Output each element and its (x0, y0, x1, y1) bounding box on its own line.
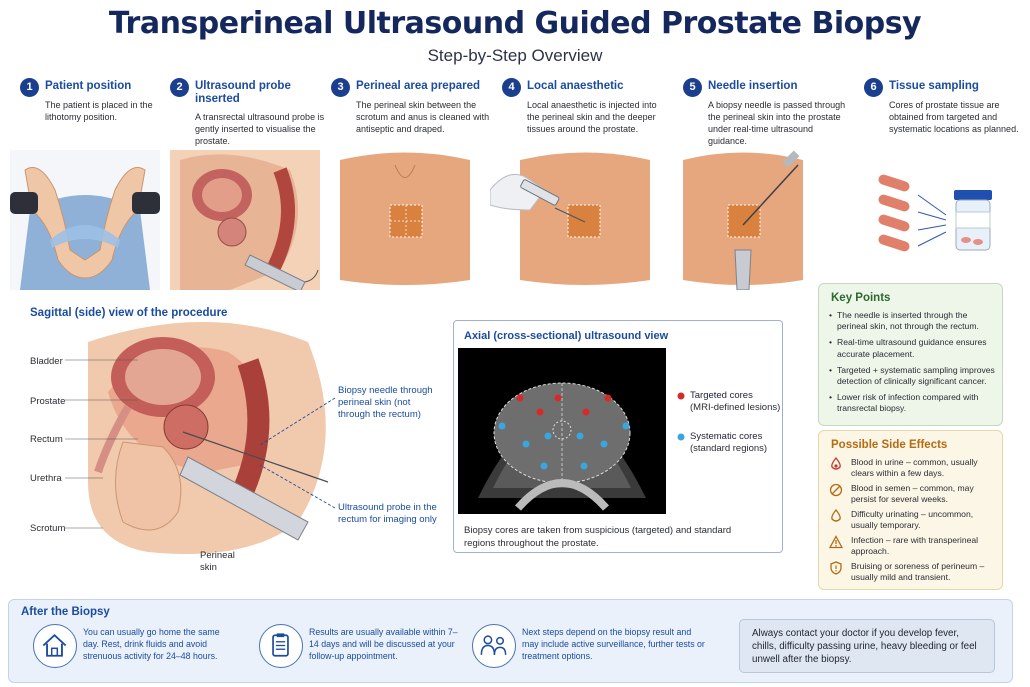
side-effect-text: Blood in urine – common, usually clears … (851, 457, 978, 479)
targeted-core-dot (554, 394, 562, 402)
shield-icon (830, 561, 842, 575)
systematic-core-dot (540, 462, 548, 470)
key-point-item: Lower risk of infection compared with tr… (829, 392, 999, 414)
page-subtitle: Step-by-Step Overview (427, 46, 603, 65)
systematic-core-dot (580, 462, 588, 470)
after-biopsy-panel: After the Biopsy You can usually go home… (8, 599, 1013, 683)
targeted-cores (516, 394, 612, 416)
step-title: Perineal area prepared (356, 80, 481, 92)
legend-targeted: Targeted cores (MRI-defined lesions) (690, 390, 780, 414)
key-point-item: Real-time ultrasound guidance ensures ac… (829, 337, 999, 359)
legend-systematic-label: Systematic cores (690, 431, 763, 442)
step-title: Ultrasound probe inserted (195, 80, 291, 105)
perineal-area-illustration (340, 150, 470, 290)
after-item-text: You can usually go home the same day. Re… (83, 627, 220, 661)
water-drop-icon (831, 509, 841, 522)
label-prostate: Prostate (30, 396, 66, 407)
key-points-panel: Key Points The needle is inserted throug… (818, 283, 1003, 426)
label-bladder: Bladder (30, 356, 63, 367)
sagittal-leader-lines (65, 359, 138, 529)
step-title: Local anaesthetic (527, 80, 624, 92)
targeted-legend-dot (677, 392, 685, 400)
tissue-sampling-illustration (870, 150, 1010, 290)
targeted-core-dot (516, 394, 524, 402)
side-effect-text: Infection – rare with transperineal appr… (851, 535, 979, 557)
home-icon (33, 624, 77, 668)
step-number: 2 (170, 78, 189, 97)
systematic-core-dot (544, 432, 552, 440)
clipboard-icon (259, 624, 303, 668)
callout-arrows (259, 397, 336, 509)
step-number: 5 (683, 78, 702, 97)
side-effect-text: Difficulty urinating – uncommon, usually… (851, 509, 974, 531)
after-biopsy-title: After the Biopsy (21, 606, 110, 618)
side-effects-title: Possible Side Effects (831, 439, 948, 451)
needle-insertion-illustration (683, 150, 803, 290)
probe-insertion-illustration (170, 150, 320, 290)
systematic-core-dot (622, 422, 630, 430)
step-title: Tissue sampling (889, 80, 979, 92)
systematic-cores (498, 422, 630, 470)
doctor-patient-icon (472, 624, 516, 668)
key-point-item: Targeted + systematic sampling improves … (829, 365, 999, 387)
systematic-core-dot (576, 432, 584, 440)
step-number: 1 (20, 78, 39, 97)
page-title: Transperineal Ultrasound Guided Prostate… (108, 6, 922, 41)
needle-callout: Biopsy needle through perineal skin (not… (338, 385, 433, 420)
step-description: Local anaesthetic is injected into the p… (527, 100, 657, 134)
label-scrotum: Scrotum (30, 523, 66, 534)
local-anaesthetic-illustration (490, 150, 650, 290)
sagittal-title: Sagittal (side) view of the procedure (30, 307, 228, 319)
step-number: 6 (864, 78, 883, 97)
key-point-item: The needle is inserted through the perin… (829, 310, 999, 332)
probe-callout: Ultrasound probe in the rectum for imagi… (338, 502, 437, 525)
side-effect-text: Blood in semen – common, may persist for… (851, 483, 974, 505)
step-description: A biopsy needle is passed through the pe… (708, 100, 846, 146)
targeted-core-dot (536, 408, 544, 416)
step-description: A transrectal ultrasound probe is gently… (195, 112, 325, 146)
legend-systematic-sub: (standard regions) (690, 443, 768, 454)
legend-targeted-label: Targeted cores (690, 390, 753, 401)
side-effect-text: Bruising or soreness of perineum – usual… (851, 561, 985, 583)
label-rectum: Rectum (30, 434, 63, 445)
blood-drop-icon (831, 457, 841, 470)
step-description: Cores of prostate tissue are obtained fr… (889, 100, 1019, 134)
sagittal-diagram (88, 322, 329, 554)
warning-icon (829, 535, 843, 549)
systematic-core-dot (522, 440, 530, 448)
targeted-core-dot (604, 394, 612, 402)
targeted-core-dot (582, 408, 590, 416)
legend-targeted-sub: (MRI-defined lesions) (690, 402, 781, 413)
lithotomy-position-illustration (10, 150, 160, 290)
axial-view-panel: Axial (cross-sectional) ultrasound view (453, 320, 783, 553)
label-urethra: Urethra (30, 473, 62, 484)
step-number: 3 (331, 78, 350, 97)
step-number: 4 (502, 78, 521, 97)
systematic-legend-dot (677, 433, 685, 441)
step-description: The perineal skin between the scrotum an… (356, 100, 490, 134)
key-points-list: The needle is inserted through the perin… (829, 310, 999, 420)
after-item-text: Results are usually available within 7–1… (309, 627, 458, 661)
step-description: The patient is placed in the lithotomy p… (45, 100, 153, 122)
legend-markers (677, 392, 685, 441)
side-effects-panel: Possible Side Effects Blood in urine – c… (818, 430, 1003, 590)
step-title: Needle insertion (708, 80, 798, 92)
after-item-text: Next steps depend on the biopsy result a… (522, 627, 705, 661)
legend-systematic: Systematic cores (standard regions) (690, 431, 767, 455)
label-perineal-skin: Perineal skin (200, 550, 235, 573)
ultrasound-image (458, 348, 666, 514)
systematic-core-dot (498, 422, 506, 430)
systematic-core-dot (600, 440, 608, 448)
key-points-title: Key Points (831, 292, 891, 304)
no-sign-icon (829, 483, 843, 497)
axial-title: Axial (cross-sectional) ultrasound view (464, 330, 669, 342)
contact-doctor-notice: Always contact your doctor if you develo… (739, 619, 995, 673)
step-title: Patient position (45, 80, 132, 92)
axial-caption: Biopsy cores are taken from suspicious (… (464, 525, 732, 549)
